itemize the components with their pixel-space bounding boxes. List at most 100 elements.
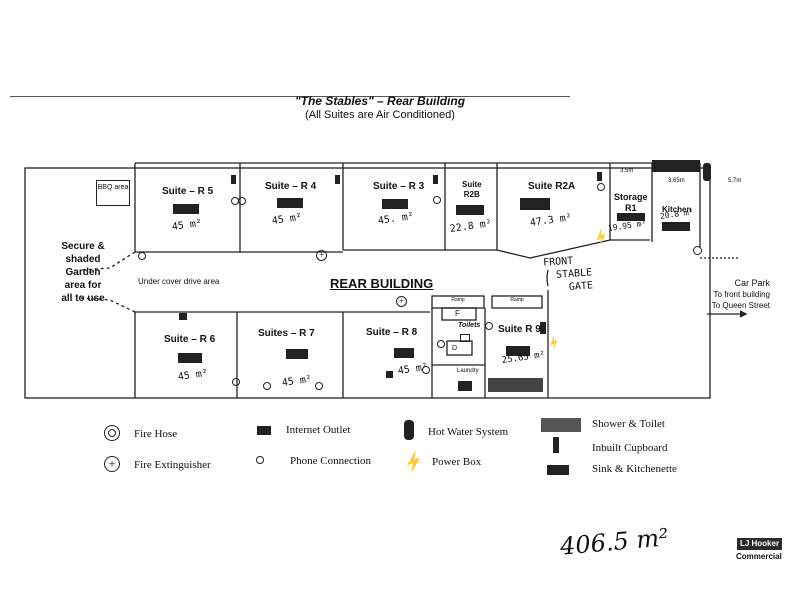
phone-connection-icon bbox=[138, 252, 146, 260]
internet-outlet-icon bbox=[173, 204, 199, 214]
room-label-r2b: Suite R2B bbox=[462, 180, 482, 200]
legend-internet-outlet: Internet Outlet bbox=[286, 424, 351, 436]
room-label-r8: Suite – R 8 bbox=[366, 327, 418, 338]
garden-line-3: Garden bbox=[65, 267, 101, 278]
toilets-label: Toilets bbox=[458, 322, 481, 329]
internet-outlet-icon bbox=[394, 348, 414, 358]
garden-line-4: area for bbox=[64, 280, 102, 291]
header: "The Stables" – Rear Building (All Suite… bbox=[260, 94, 500, 121]
inbuilt-cupboard-icon bbox=[179, 313, 187, 320]
phone-connection-icon bbox=[238, 197, 246, 205]
internet-outlet-icon bbox=[456, 205, 484, 215]
fire-hose-icon bbox=[104, 425, 120, 441]
shower-toilet-icon bbox=[460, 334, 470, 342]
internet-outlet-icon bbox=[382, 199, 408, 209]
room-label-r9: Suite R 9 bbox=[498, 324, 541, 335]
ramp-label-2: Ramp bbox=[510, 297, 524, 303]
legend-inbuilt-cupboard: Inbuilt Cupboard bbox=[592, 442, 668, 454]
sink-kitchenette-icon bbox=[662, 222, 690, 231]
legend-fire-hose: Fire Hose bbox=[134, 428, 178, 440]
phone-connection-icon bbox=[232, 378, 240, 386]
d-mark: D bbox=[452, 345, 458, 352]
storage-line-2: R1 bbox=[625, 203, 637, 213]
front-gate-label: FRONT STABLE GATE bbox=[543, 253, 594, 295]
inbuilt-cupboard-icon bbox=[553, 437, 559, 453]
r2b-line-1: Suite bbox=[462, 180, 482, 189]
phone-connection-icon bbox=[263, 382, 271, 390]
garden-line-5: all to use bbox=[61, 293, 105, 304]
fire-extinguisher-icon: + bbox=[316, 250, 327, 261]
inbuilt-cupboard-icon bbox=[335, 175, 340, 184]
internet-outlet-icon bbox=[506, 346, 530, 356]
car-park-label: Car Park To front building To Queen Stre… bbox=[680, 278, 770, 311]
internet-outlet-icon bbox=[617, 213, 645, 221]
top-rule bbox=[10, 96, 570, 97]
fire-hose-icon bbox=[693, 246, 702, 255]
room-label-r7: Suites – R 7 bbox=[258, 328, 315, 339]
laundry-label: Laundry bbox=[457, 368, 479, 374]
phone-connection-icon bbox=[422, 366, 430, 374]
fire-extinguisher-icon: + bbox=[396, 296, 407, 307]
internet-outlet-icon bbox=[277, 198, 303, 208]
shower-toilet-icon bbox=[488, 378, 543, 392]
site-boundary bbox=[24, 167, 711, 399]
legend-fire-extinguisher: Fire Extinguisher bbox=[134, 459, 211, 471]
phone-connection-icon bbox=[315, 382, 323, 390]
inbuilt-cupboard-icon bbox=[231, 175, 236, 184]
brand-logo: LJ Hooker bbox=[737, 538, 782, 550]
page-subtitle: (All Suites are Air Conditioned) bbox=[305, 109, 455, 121]
garden-label: Secure & shaded Garden area for all to u… bbox=[48, 240, 118, 305]
building-label: REAR BUILDING bbox=[330, 276, 434, 291]
dimension-3: 5.7m bbox=[728, 178, 742, 184]
phone-connection-icon bbox=[485, 322, 493, 330]
hot-water-system-icon bbox=[404, 420, 414, 440]
legend-sink-kitchenette: Sink & Kitchenette bbox=[592, 463, 677, 475]
storage-line-1: Storage bbox=[614, 192, 648, 202]
dimension-2: 3.65m bbox=[668, 178, 685, 184]
dimension-1: 3.5m bbox=[620, 168, 634, 174]
bbq-area-box: BBQ area bbox=[96, 180, 130, 206]
bbq-area-label: BBQ area bbox=[97, 184, 129, 191]
shower-toilet-icon bbox=[541, 418, 581, 432]
room-label-r3: Suite – R 3 bbox=[373, 181, 425, 192]
sink-kitchenette-icon bbox=[652, 160, 700, 172]
room-label-r6: Suite – R 6 bbox=[164, 334, 216, 345]
room-label-kitchen: Kitchen bbox=[662, 205, 692, 214]
legend-phone-connection: Phone Connection bbox=[290, 455, 371, 467]
internet-outlet-icon bbox=[257, 426, 271, 435]
internet-outlet-icon bbox=[520, 198, 550, 210]
legend-hot-water-system: Hot Water System bbox=[428, 426, 509, 438]
room-label-r5: Suite – R 5 bbox=[162, 186, 214, 197]
inbuilt-cupboard-icon bbox=[433, 175, 438, 184]
drive-area-label: Under cover drive area bbox=[138, 277, 220, 286]
brand-sub: Commercial bbox=[736, 552, 782, 561]
inbuilt-cupboard-icon bbox=[597, 172, 602, 181]
phone-connection-icon bbox=[256, 456, 264, 464]
phone-connection-icon bbox=[433, 196, 441, 204]
sink-kitchenette-icon bbox=[547, 465, 569, 475]
room-label-r4: Suite – R 4 bbox=[265, 181, 317, 192]
page-title: "The Stables" – Rear Building bbox=[294, 94, 466, 108]
room-label-r2a: Suite R2A bbox=[528, 181, 576, 192]
phone-connection-icon bbox=[437, 340, 445, 348]
gate-line-3: GATE bbox=[568, 280, 594, 293]
legend-power-box: Power Box bbox=[432, 456, 482, 468]
car-park-line-2: To front building bbox=[713, 290, 770, 299]
r2b-line-2: R2B bbox=[463, 190, 480, 199]
car-park-line-1: Car Park bbox=[734, 278, 770, 288]
inbuilt-cupboard-icon bbox=[386, 371, 393, 378]
garden-line-1: Secure & bbox=[61, 241, 105, 252]
hot-water-system-icon bbox=[703, 163, 711, 181]
sink-kitchenette-icon bbox=[458, 381, 472, 391]
internet-outlet-icon bbox=[286, 349, 308, 359]
internet-outlet-icon bbox=[178, 353, 202, 363]
inbuilt-cupboard-icon bbox=[540, 322, 546, 334]
f-mark: F bbox=[455, 309, 460, 318]
room-label-storage: Storage R1 bbox=[614, 192, 648, 214]
ramp-label-1: Ramp bbox=[451, 297, 465, 303]
fire-extinguisher-icon: + bbox=[104, 456, 120, 472]
car-park-line-3: To Queen Street bbox=[711, 301, 770, 310]
garden-line-2: shaded bbox=[65, 254, 101, 265]
phone-connection-icon bbox=[597, 183, 605, 191]
